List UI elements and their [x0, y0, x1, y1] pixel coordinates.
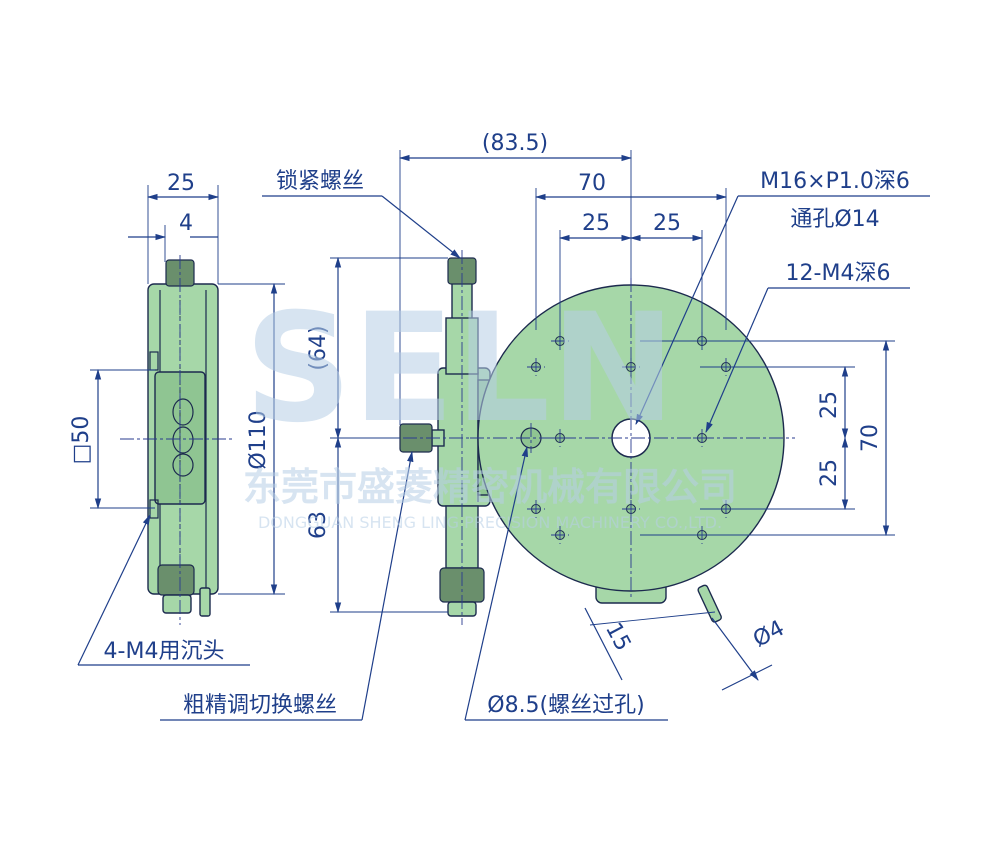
dim-diameter-110: Ø110 — [246, 410, 271, 469]
dim-height-64: (64) — [306, 325, 331, 370]
dim-overall-width: (83.5) — [482, 131, 548, 156]
watermark-brand: SELN — [244, 282, 676, 456]
callout-through-hole: Ø8.5(螺丝过孔) — [487, 693, 644, 718]
side-view — [120, 255, 232, 625]
dim-pin-diameter: Ø4 — [749, 616, 788, 653]
dim-pitch-70: 70 — [578, 171, 606, 196]
dim-square: □50 — [69, 416, 94, 465]
callout-center-through: 通孔Ø14 — [790, 207, 879, 232]
callout-coarse-fine-screw: 粗精调切换螺丝 — [183, 693, 337, 718]
callout-tapped-holes: 12-M4深6 — [786, 261, 891, 286]
dim-vertical-25-lower: 25 — [817, 459, 842, 487]
dim-height-63: 63 — [306, 511, 331, 539]
dim-pin-offset: 15 — [600, 619, 635, 655]
dim-vertical-25-upper: 25 — [817, 391, 842, 419]
dim-pitch-25-right: 25 — [653, 211, 681, 236]
top-view — [470, 278, 795, 623]
dim-side-width: 25 — [167, 171, 195, 196]
top-view-dimensions: 70 25 25 25 25 70 15 Ø4 — [534, 171, 895, 691]
callout-counterbore: 4-M4用沉头 — [104, 639, 225, 664]
front-view-dimensions: (64) 63 (83.5) — [306, 131, 633, 614]
callout-center-thread: M16×P1.0深6 — [760, 169, 910, 194]
company-watermark: SELN 东莞市盛菱精密机械有限公司 DONGGUAN SHENG LING P… — [243, 282, 737, 532]
side-view-dimensions: 25 4 □50 Ø110 — [69, 171, 285, 596]
dim-side-offset: 4 — [179, 211, 193, 236]
callout-leaders — [77, 195, 930, 721]
watermark-company-en: DONGGUAN SHENG LING PRECISION MACHINERY … — [258, 513, 722, 532]
watermark-company-cn: 东莞市盛菱精密机械有限公司 — [243, 465, 737, 509]
callout-lock-screw: 锁紧螺丝 — [276, 169, 364, 194]
dim-vertical-70: 70 — [858, 424, 883, 452]
dim-pitch-25-left: 25 — [582, 211, 610, 236]
